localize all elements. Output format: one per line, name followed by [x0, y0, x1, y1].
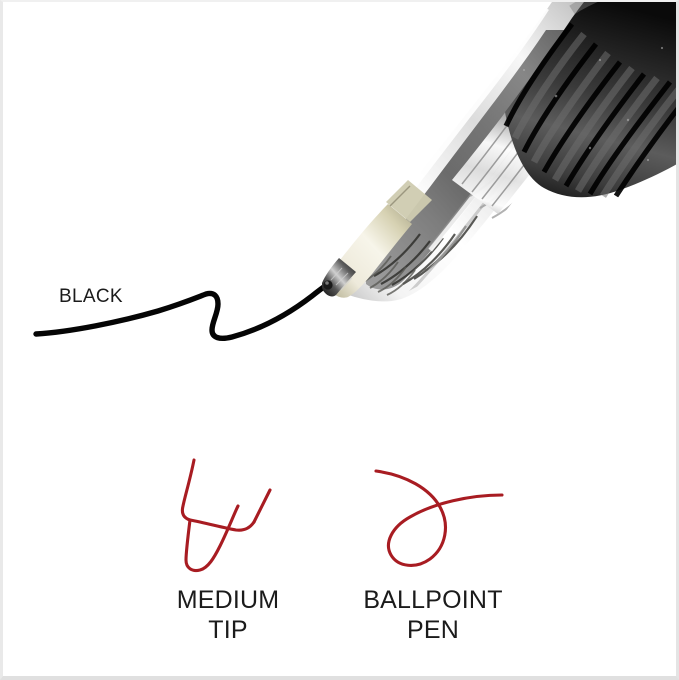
feature-caption-line-2: PEN [406, 616, 459, 644]
medium-tip-icon [168, 452, 288, 577]
pen-rubber-grip [503, 0, 679, 198]
feature-caption-line-1: BALLPOINT [363, 586, 503, 614]
pen-ball-tip [322, 258, 356, 297]
feature-caption-line-2: TIP [208, 616, 248, 644]
feature-caption-line-1: MEDIUM [176, 586, 280, 614]
ballpoint-pen-icon [372, 465, 507, 577]
ink-stroke-squiggle [33, 278, 335, 341]
feature-caption-ballpoint-pen: BALLPOINT PEN [333, 585, 533, 645]
feature-caption-medium-tip: MEDIUM TIP [128, 585, 328, 645]
ink-color-label: BLACK [59, 286, 123, 307]
